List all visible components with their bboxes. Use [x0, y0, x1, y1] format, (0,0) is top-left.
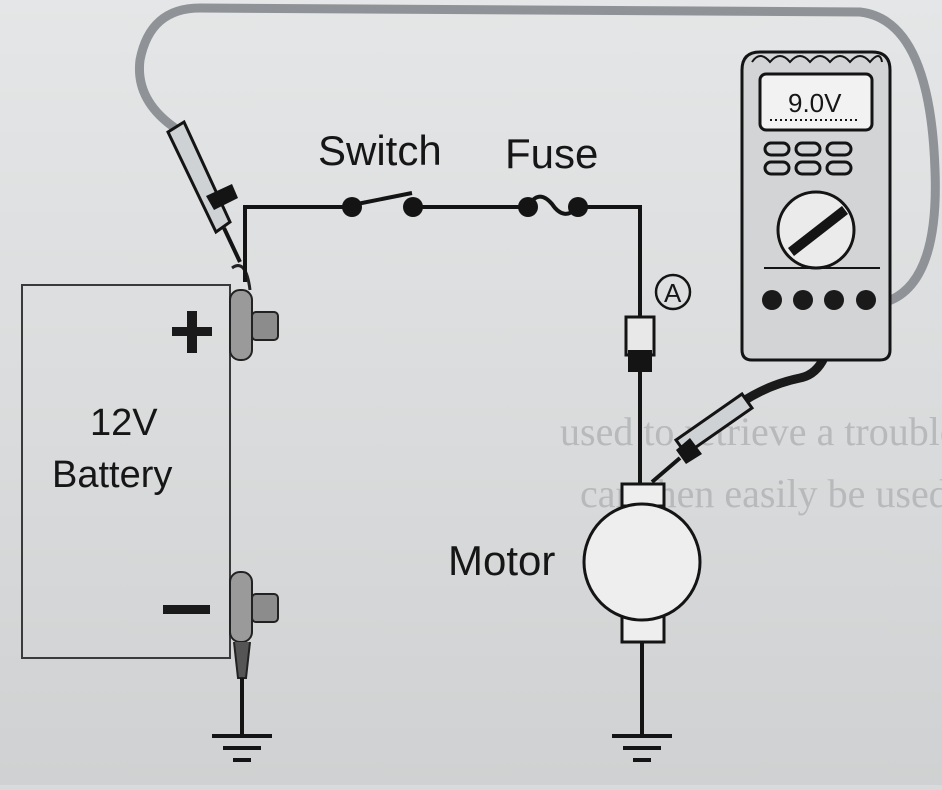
meter-reading: 9.0V: [788, 88, 842, 118]
motor-label: Motor: [448, 537, 555, 584]
switch: Switch: [318, 127, 442, 217]
meter-positive-lead-cable: [134, 3, 940, 310]
meter-display: [758, 72, 874, 132]
battery: 12V Battery: [21, 284, 231, 659]
positive-post: [229, 289, 253, 361]
meter-jack-a[interactable]: [762, 290, 782, 310]
connector-body: [624, 315, 656, 357]
meter-button-5[interactable]: [794, 160, 822, 176]
positive-terminal: [172, 264, 279, 361]
meter-dial-pointer: [788, 206, 848, 256]
multimeter: 9.0V: [740, 50, 892, 362]
meter-button-3[interactable]: [825, 141, 853, 157]
background-text-line1: used to retrieve a trouble code from the…: [560, 409, 942, 454]
fuse-label: Fuse: [505, 130, 598, 177]
negative-clamp-bolt: [251, 593, 279, 623]
negative-probe: [650, 391, 755, 484]
positive-probe: [166, 119, 242, 263]
meter-button-1[interactable]: [763, 141, 791, 157]
meter-button-2[interactable]: [794, 141, 822, 157]
plus-sign-v: [187, 311, 197, 353]
negative-terminal: [163, 571, 279, 679]
connector: A: [624, 273, 692, 372]
switch-blade: [351, 191, 413, 207]
meter-jack-com[interactable]: [824, 290, 844, 310]
wire-battery-to-switch: [243, 205, 352, 282]
switch-terminal-left: [342, 197, 362, 217]
meter-jacks: [762, 290, 876, 310]
battery-voltage-label: 12V: [90, 402, 158, 444]
motor: Motor: [448, 482, 702, 644]
fuse-terminal-right: [568, 197, 588, 217]
meter-jack-volt[interactable]: [856, 290, 876, 310]
meter-top-ridges: [751, 55, 883, 64]
motor-armature: [582, 502, 702, 622]
positive-clamp-bolt: [251, 311, 279, 341]
fuse-terminal-left: [518, 197, 538, 217]
battery-body: [21, 284, 231, 659]
test-point-circle: [654, 273, 692, 311]
battery-name-label: Battery: [52, 454, 172, 496]
meter-button-4[interactable]: [763, 160, 791, 176]
background-text: used to retrieve a trouble code from the…: [560, 409, 942, 516]
ground-motor: [612, 734, 672, 762]
fuse: Fuse: [505, 130, 598, 217]
ground-battery: [212, 734, 272, 762]
negative-clamp: [233, 641, 251, 679]
switch-label: Switch: [318, 127, 442, 174]
circuit-wire: [240, 191, 644, 735]
meter-jack-ma[interactable]: [793, 290, 813, 310]
meter-buttons: [763, 141, 853, 176]
test-point-label: A: [664, 278, 682, 308]
wire-fuse-to-connector: [578, 205, 642, 320]
minus-sign: [163, 605, 210, 614]
switch-terminal-right: [403, 197, 423, 217]
connector-plug: [628, 350, 652, 372]
meter-button-6[interactable]: [825, 160, 853, 176]
negative-post: [229, 571, 253, 643]
positive-clamp: [231, 264, 252, 291]
